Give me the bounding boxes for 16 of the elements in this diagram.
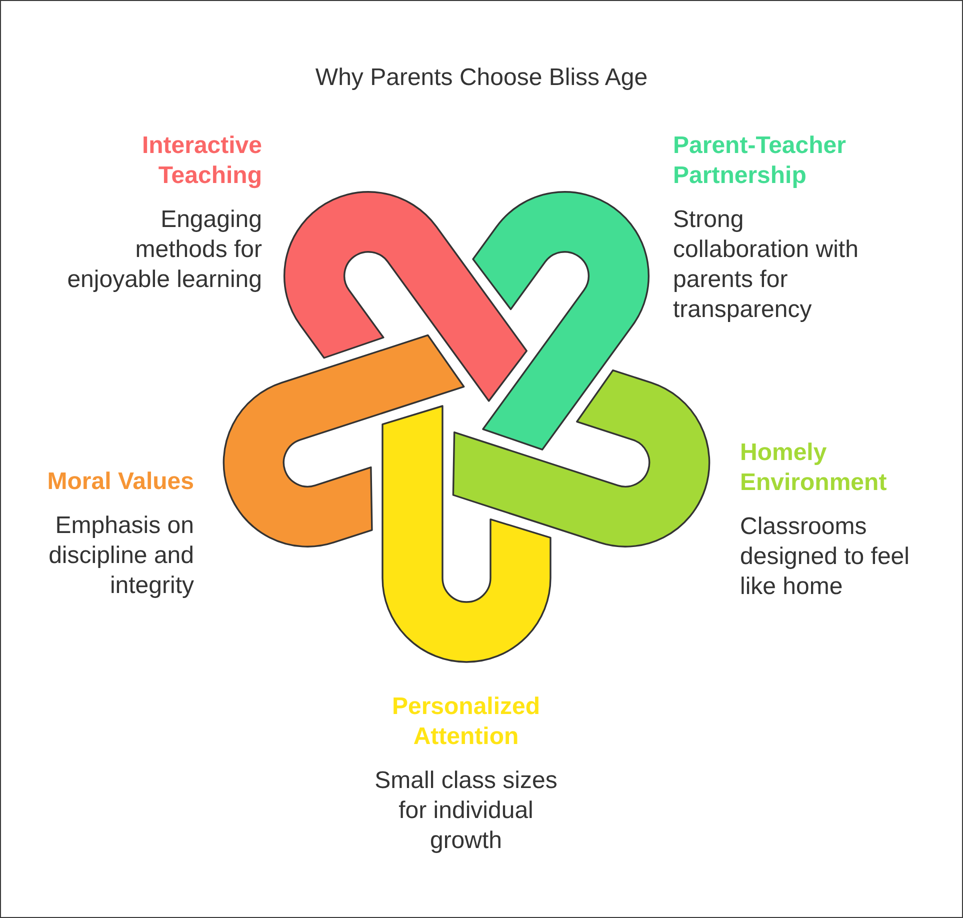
feature-heading: Interactive Teaching — [140, 131, 262, 191]
hook-shape — [222, 334, 465, 548]
hook-shape — [382, 405, 552, 663]
feature-description: Classrooms designed to feel like home — [740, 512, 910, 602]
diagram-title: Why Parents Choose Bliss Age — [315, 63, 648, 93]
feature-description: Engaging methods for enjoyable learning — [66, 205, 262, 295]
feature-description: Strong collaboration with parents for transparency — [673, 205, 860, 325]
feature-heading: Personalized Attention — [390, 692, 542, 752]
feature-description: Emphasis on discipline and integrity — [48, 511, 194, 601]
feature-heading: Parent-Teacher Partnership — [673, 131, 847, 191]
hook-shape — [283, 191, 528, 402]
feature-heading: Moral Values — [46, 467, 194, 497]
feature-description: Small class sizes for individual growth — [374, 766, 558, 856]
feature-heading: Homely Environment — [740, 438, 888, 498]
hook-shape — [472, 191, 650, 450]
hook-shape — [452, 369, 710, 548]
